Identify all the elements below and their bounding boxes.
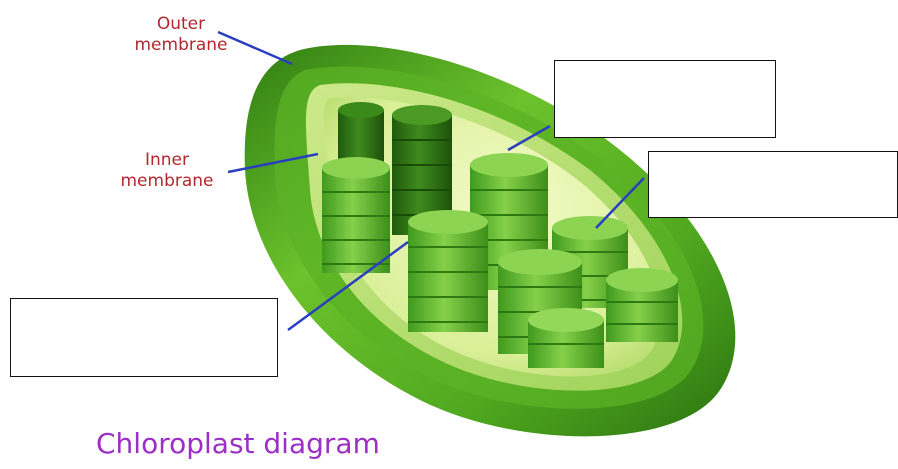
diagram-caption: Chloroplast diagram <box>96 426 380 462</box>
outer-membrane-label-line-1: Outer <box>108 14 254 35</box>
inner-membrane-label-line-1: Inner <box>92 150 242 171</box>
inner-membrane-label: Inner membrane <box>92 150 242 192</box>
granum-front-left <box>408 210 488 332</box>
inner-membrane-label-line-2: membrane <box>92 171 242 192</box>
blank-label-box-stroma[interactable] <box>554 60 776 138</box>
outer-membrane-label-line-2: membrane <box>108 35 254 56</box>
granum-front-small <box>528 308 604 368</box>
outer-membrane-label: Outer membrane <box>108 14 254 56</box>
blank-label-box-thylakoid[interactable] <box>10 298 278 377</box>
granum-far-right <box>606 268 678 342</box>
blank-label-box-granum[interactable] <box>648 151 898 218</box>
granum-left <box>322 157 390 273</box>
